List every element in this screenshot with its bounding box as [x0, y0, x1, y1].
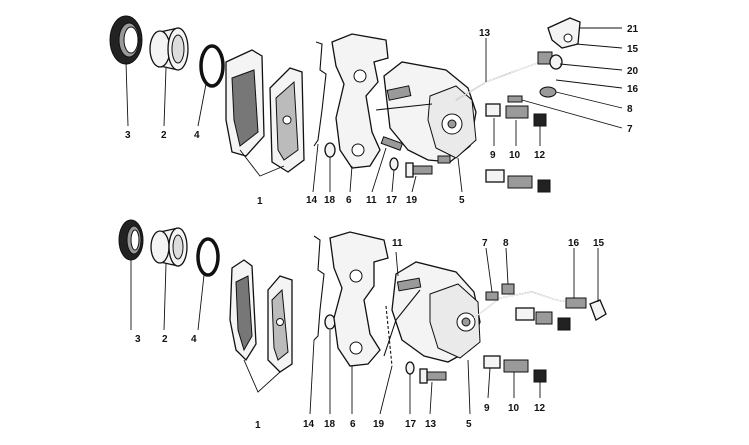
bottom-assembly: 3 2 4 1 14 18 6 11 19 17 13 5 9 10 12 7 … — [118, 219, 607, 431]
top-callout-6: 6 — [346, 195, 352, 206]
top-callout-7: 7 — [627, 124, 633, 135]
bottom-callout-5: 5 — [466, 419, 472, 430]
top-callout-4: 4 — [194, 130, 200, 141]
top-assembly: 3 2 4 1 14 18 6 11 17 19 5 9 10 12 13 21… — [109, 15, 639, 207]
bottom-callout-16: 16 — [568, 238, 580, 249]
top-bleeder-parts — [485, 103, 551, 193]
bottom-callout-11: 11 — [392, 238, 403, 249]
bottom-o-ring — [196, 237, 220, 277]
bottom-anti-rattle-spring — [313, 235, 325, 341]
top-caliper-body — [375, 61, 477, 163]
bottom-leader-lines — [130, 247, 599, 415]
bottom-callout-7: 7 — [482, 238, 488, 249]
bottom-callout-13: 13 — [425, 419, 437, 430]
bottom-caliper-bracket — [329, 231, 389, 367]
top-callout-12: 12 — [534, 150, 546, 161]
top-callout-10: 10 — [509, 150, 521, 161]
top-callout-15: 15 — [627, 44, 639, 55]
top-caliper-bracket — [331, 33, 389, 169]
bottom-callout-3: 3 — [135, 334, 141, 345]
bottom-bleeder-parts — [483, 283, 571, 383]
bottom-callout-1: 1 — [255, 420, 261, 431]
bottom-callout-12: 12 — [534, 403, 546, 414]
bottom-small-parts — [405, 361, 447, 384]
top-callout-21: 21 — [627, 24, 639, 35]
top-small-parts — [380, 136, 451, 178]
bottom-callout-19: 19 — [373, 419, 385, 430]
bottom-callout-15: 15 — [593, 238, 605, 249]
top-callout-5: 5 — [459, 195, 465, 206]
bottom-callout-2: 2 — [162, 334, 168, 345]
top-seal-ring — [109, 15, 143, 65]
bottom-brake-pipe — [473, 291, 607, 321]
top-callout-16: 16 — [627, 84, 639, 95]
top-callout-11: 11 — [366, 195, 377, 206]
top-washer — [324, 142, 336, 158]
bottom-callout-9: 9 — [484, 403, 490, 414]
top-piston — [149, 27, 189, 71]
top-callout-2: 2 — [161, 130, 167, 141]
bottom-piston — [150, 227, 188, 267]
top-callouts: 3 2 4 1 14 18 6 11 17 19 5 9 10 12 13 21… — [125, 24, 639, 207]
top-brake-pipe — [455, 17, 581, 103]
top-anti-rattle-spring — [313, 41, 327, 147]
top-brake-pads — [225, 49, 305, 173]
bottom-callout-4: 4 — [191, 334, 197, 345]
bottom-callouts: 3 2 4 1 14 18 6 11 19 17 13 5 9 10 12 7 … — [135, 238, 605, 431]
bottom-callout-8: 8 — [503, 238, 509, 249]
top-callout-1: 1 — [257, 196, 263, 207]
top-callout-13: 13 — [479, 28, 491, 39]
bottom-callout-6: 6 — [350, 419, 356, 430]
bottom-callout-14: 14 — [303, 419, 315, 430]
top-callout-8: 8 — [627, 104, 633, 115]
bottom-callout-17: 17 — [405, 419, 417, 430]
top-leader-lines — [125, 27, 623, 193]
top-callout-20: 20 — [627, 66, 639, 77]
bottom-brake-pads — [229, 259, 293, 373]
bottom-seal-ring — [118, 219, 144, 261]
bottom-callout-18: 18 — [324, 419, 336, 430]
bottom-caliper-body — [383, 261, 481, 367]
top-o-ring — [199, 44, 225, 88]
top-callout-17: 17 — [386, 195, 398, 206]
top-callout-9: 9 — [490, 150, 496, 161]
bottom-washer — [324, 314, 336, 330]
top-callout-18: 18 — [324, 195, 336, 206]
top-callout-19: 19 — [406, 195, 418, 206]
top-callout-3: 3 — [125, 130, 131, 141]
top-callout-14: 14 — [306, 195, 318, 206]
bottom-callout-10: 10 — [508, 403, 520, 414]
